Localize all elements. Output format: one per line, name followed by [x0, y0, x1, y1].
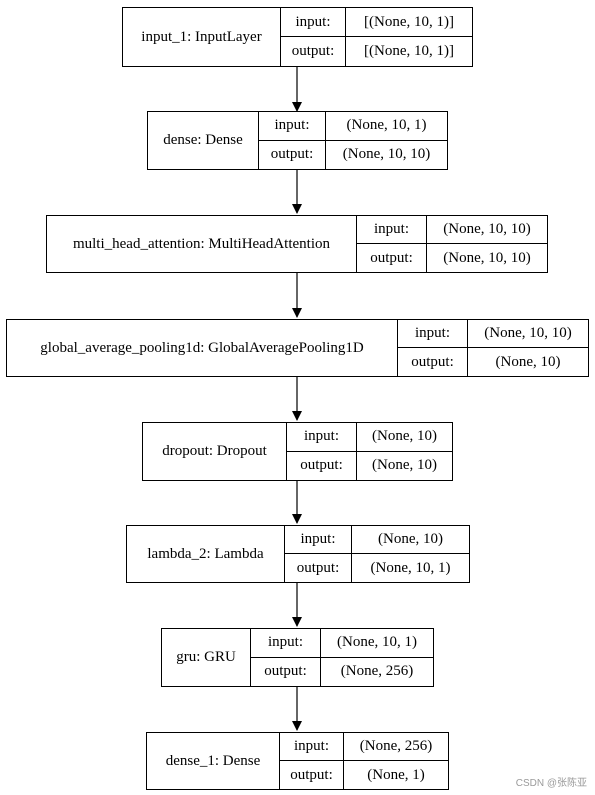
layer-io-labels: input: output: [287, 423, 357, 480]
layer-io-values: (None, 10, 1) (None, 10, 10) [326, 112, 447, 169]
input-shape: (None, 10, 1) [326, 112, 447, 141]
layer-io-labels: input: output: [398, 320, 468, 376]
input-label: input: [287, 423, 357, 452]
layer-node-multi-head-attention: multi_head_attention: MultiHeadAttention… [46, 215, 548, 273]
output-shape: (None, 1) [367, 766, 425, 783]
output-label: output: [281, 37, 346, 66]
layer-io-values: [(None, 10, 1)] [(None, 10, 1)] [346, 8, 472, 66]
output-label: output: [280, 761, 344, 789]
input-shape: (None, 10, 10) [468, 320, 588, 348]
output-label: output: [357, 244, 427, 272]
output-label: output: [287, 451, 357, 480]
layer-io-labels: input: output: [259, 112, 326, 169]
output-label: output: [398, 348, 468, 376]
layer-node-dense: dense: Dense input: output: (None, 10, 1… [147, 111, 448, 170]
input-label: input: [259, 112, 326, 141]
layer-io-values: (None, 10, 10) (None, 10) [468, 320, 588, 376]
input-label: input: [285, 526, 352, 554]
layer-name: input_1: InputLayer [123, 8, 281, 66]
output-shape: (None, 10, 10) [443, 249, 531, 266]
input-label: input: [280, 733, 344, 761]
layer-io-values: (None, 10, 1) (None, 256) [321, 629, 433, 686]
layer-name: dropout: Dropout [143, 423, 287, 480]
input-shape: [(None, 10, 1)] [346, 8, 472, 37]
layer-io-labels: input: output: [357, 216, 427, 272]
layer-name: gru: GRU [162, 629, 251, 686]
input-label: input: [281, 8, 346, 37]
watermark-text: CSDN @张陈亚 [515, 778, 587, 789]
output-shape: [(None, 10, 1)] [364, 43, 454, 59]
layer-io-values: (None, 10, 10) (None, 10, 10) [427, 216, 547, 272]
output-shape: (None, 10) [495, 353, 561, 370]
input-shape: (None, 10, 1) [321, 629, 433, 658]
layer-node-dense-1: dense_1: Dense input: output: (None, 256… [146, 732, 449, 790]
layer-io-values: (None, 256) (None, 1) [344, 733, 448, 789]
output-shape: (None, 256) [340, 663, 414, 680]
layer-node-gru: gru: GRU input: output: (None, 10, 1) (N… [161, 628, 434, 687]
input-label: input: [251, 629, 321, 658]
output-shape: (None, 10) [372, 457, 437, 474]
input-shape: (None, 10) [357, 423, 452, 452]
layer-name: dense_1: Dense [147, 733, 280, 789]
layer-io-labels: input: output: [285, 526, 352, 582]
layer-io-labels: input: output: [280, 733, 344, 789]
output-shape: (None, 10, 10) [342, 146, 431, 163]
input-label: input: [357, 216, 427, 244]
layer-io-values: (None, 10) (None, 10, 1) [352, 526, 469, 582]
layer-name: lambda_2: Lambda [127, 526, 285, 582]
output-label: output: [259, 140, 326, 169]
layer-io-labels: input: output: [281, 8, 346, 66]
layer-io-labels: input: output: [251, 629, 321, 686]
input-shape: (None, 10, 10) [427, 216, 547, 244]
output-label: output: [285, 554, 352, 582]
output-shape: (None, 10, 1) [370, 559, 451, 576]
layer-node-global-average-pooling1d: global_average_pooling1d: GlobalAverageP… [6, 319, 589, 377]
input-shape: (None, 256) [344, 733, 448, 761]
layer-node-lambda-2: lambda_2: Lambda input: output: (None, 1… [126, 525, 470, 583]
layer-io-values: (None, 10) (None, 10) [357, 423, 452, 480]
input-shape: (None, 10) [352, 526, 469, 554]
output-label: output: [251, 657, 321, 686]
layer-node-dropout: dropout: Dropout input: output: (None, 1… [142, 422, 453, 481]
input-label: input: [398, 320, 468, 348]
layer-name: global_average_pooling1d: GlobalAverageP… [7, 320, 398, 376]
layer-node-input-1: input_1: InputLayer input: output: [(Non… [122, 7, 473, 67]
layer-name: dense: Dense [148, 112, 259, 169]
layer-name: multi_head_attention: MultiHeadAttention [47, 216, 357, 272]
